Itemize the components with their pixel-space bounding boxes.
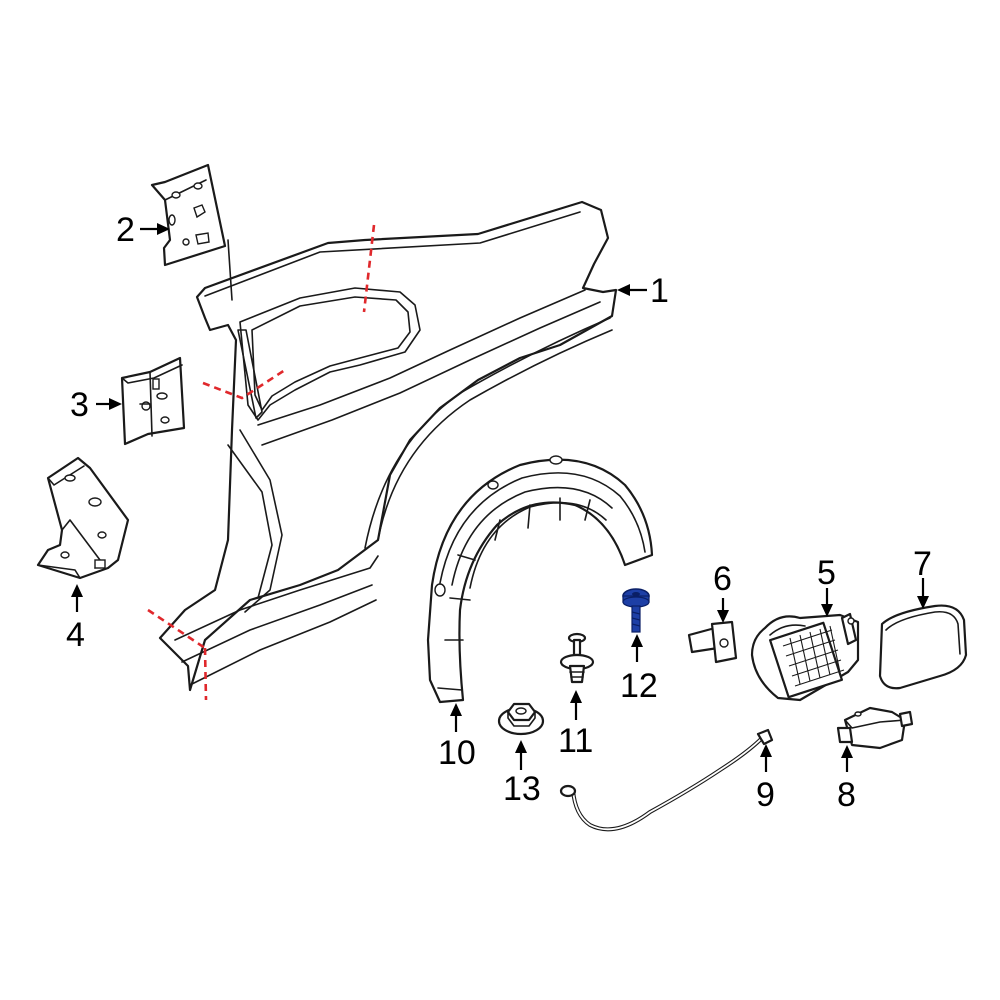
leader-arrows bbox=[71, 223, 929, 772]
bolt-highlighted[interactable] bbox=[622, 588, 650, 633]
cut-line-roof bbox=[362, 224, 376, 313]
bracket-plate[interactable] bbox=[120, 356, 186, 446]
callout-labels: 1 2 3 4 5 6 7 8 9 10 11 12 13 bbox=[66, 211, 932, 814]
quarter-panel[interactable] bbox=[158, 200, 618, 692]
callout-8: 8 bbox=[837, 776, 856, 814]
callout-6: 6 bbox=[713, 560, 732, 598]
callout-7: 7 bbox=[913, 545, 932, 583]
callout-9: 9 bbox=[756, 776, 775, 814]
rubber-buffer[interactable] bbox=[687, 620, 738, 664]
callout-13: 13 bbox=[503, 770, 541, 808]
cut-lines bbox=[147, 224, 376, 701]
release-cable[interactable] bbox=[559, 728, 774, 832]
mounting-bracket[interactable] bbox=[36, 456, 130, 580]
cut-line-rocker-vertical bbox=[203, 647, 208, 701]
callout-12: 12 bbox=[620, 667, 658, 705]
door-actuator[interactable] bbox=[836, 706, 914, 750]
callout-1: 1 bbox=[650, 272, 669, 310]
flange-nut[interactable] bbox=[497, 702, 545, 736]
callout-11: 11 bbox=[558, 722, 593, 760]
push-clip[interactable] bbox=[559, 632, 595, 684]
callout-5: 5 bbox=[817, 554, 836, 592]
callout-2: 2 bbox=[116, 211, 135, 249]
fuel-door-housing[interactable] bbox=[750, 612, 860, 702]
fuel-door[interactable] bbox=[878, 604, 968, 690]
callout-4: 4 bbox=[66, 616, 85, 654]
reinforcement-plate[interactable] bbox=[150, 163, 227, 267]
cut-line-pillar bbox=[202, 368, 286, 400]
callout-3: 3 bbox=[70, 386, 89, 424]
callout-10: 10 bbox=[438, 734, 476, 772]
wheel-liner[interactable] bbox=[426, 455, 654, 704]
